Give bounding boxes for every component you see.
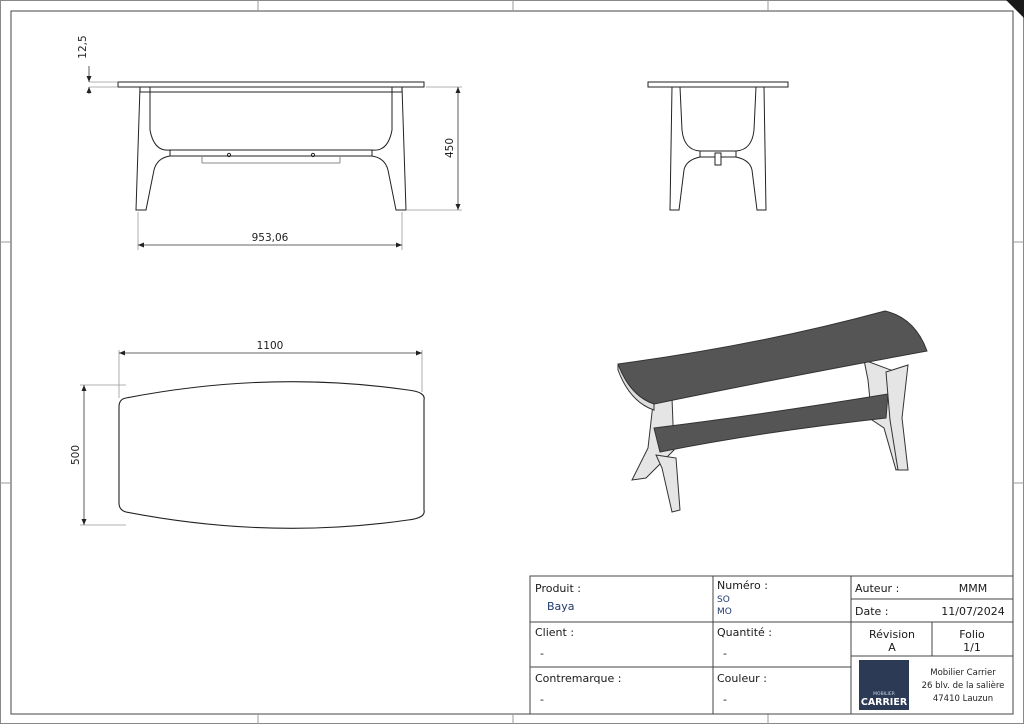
revision-label: Révision [869, 628, 915, 641]
dim-leg-span: 953,06 [252, 232, 289, 244]
date-label: Date : [855, 605, 889, 618]
front-view [117, 81, 425, 211]
date-value: 11/07/2024 [941, 605, 1004, 618]
logo-small-text: MOBILIER [873, 691, 895, 697]
quantite-label: Quantité : [717, 626, 772, 639]
revision-value: A [888, 641, 896, 654]
dim-width: 500 [70, 445, 82, 465]
isometric-view [617, 310, 928, 513]
auteur-label: Auteur : [855, 582, 899, 595]
company-address-1: 26 blv. de la salière [922, 680, 1005, 691]
title-block: Produit : Baya Client : - Contremarque :… [529, 575, 1014, 715]
numero-mo: MO [717, 607, 732, 617]
couleur-value: - [723, 693, 727, 706]
client-value: - [540, 647, 544, 660]
dim-height: 450 [444, 138, 456, 158]
logo-background [859, 660, 909, 710]
dim-length: 1100 [257, 340, 284, 352]
side-view [647, 81, 789, 211]
dimension-lines [80, 66, 462, 526]
produit-label: Produit : [535, 582, 581, 595]
produit-value: Baya [547, 600, 575, 613]
company-name: Mobilier Carrier [930, 668, 996, 678]
numero-so: SO [717, 595, 730, 605]
couleur-label: Couleur : [717, 672, 767, 685]
quantite-value: - [723, 647, 727, 660]
contremarque-value: - [540, 693, 544, 706]
company-logo: MOBILIER CARRIER [859, 660, 909, 710]
folio-label: Folio [959, 628, 985, 641]
company-address-2: 47410 Lauzun [933, 694, 993, 704]
logo-big-text: CARRIER [861, 697, 908, 708]
auteur-value: MMM [959, 582, 987, 595]
client-label: Client : [535, 626, 574, 639]
top-view [118, 381, 425, 529]
contremarque-label: Contremarque : [535, 672, 621, 685]
dim-top-thickness: 12,5 [77, 35, 89, 58]
folio-value: 1/1 [963, 641, 981, 654]
numero-label: Numéro : [717, 579, 768, 592]
